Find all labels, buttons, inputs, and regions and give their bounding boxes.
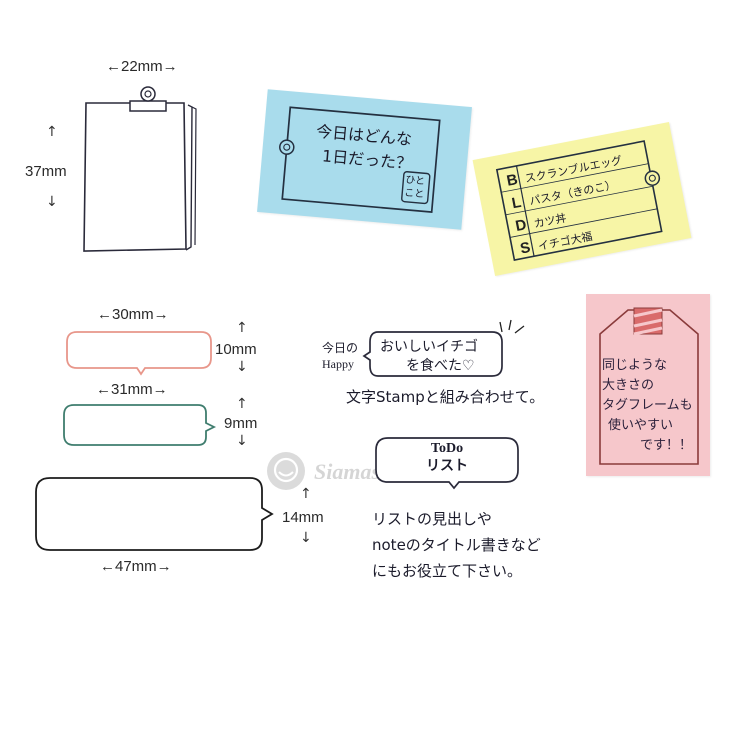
yellow-sticky-note: B L D S スクランブルエッグ パスタ（きのこ） カツ丼 イチゴ大福 bbox=[472, 122, 692, 276]
yellow-note-items: スクランブルエッグ パスタ（きのこ） カツ丼 イチゴ大福 bbox=[523, 149, 637, 258]
happy-line2: を食べた♡ bbox=[406, 358, 475, 374]
clipboard-width-label: ←22mm→ bbox=[106, 58, 178, 75]
clipboard-height-label: 37mm bbox=[25, 163, 67, 180]
happy-label-line2: Happy bbox=[322, 357, 354, 371]
pink-note-line5: です！！ bbox=[640, 438, 693, 453]
blue-note-badge-line2: こと bbox=[403, 187, 425, 201]
todo-speech-balloon bbox=[375, 437, 519, 490]
todo-line2: リスト bbox=[426, 459, 468, 474]
green-height-arrow-up: ↑ bbox=[236, 396, 248, 412]
note-line1: リストの見出しや bbox=[372, 510, 492, 528]
watermark-logo-icon bbox=[267, 452, 305, 490]
pink-note-line1: 同じような bbox=[602, 358, 668, 373]
note-line3: にもお役立て下さい。 bbox=[372, 562, 523, 580]
pink-note-line4: 使いやすい bbox=[608, 418, 674, 433]
blue-sticky-note: 今日はどんな 1日だった？ ひと こと bbox=[257, 89, 472, 230]
black-height-arrow-down: ↓ bbox=[300, 530, 312, 546]
pink-speech-balloon bbox=[66, 331, 212, 376]
happy-label: 今日の Happy bbox=[322, 340, 358, 372]
pink-height-arrow-down: ↓ bbox=[236, 359, 248, 375]
green-speech-balloon bbox=[63, 404, 217, 446]
black-height-arrow-up: ↑ bbox=[300, 486, 312, 502]
happy-speech-balloon bbox=[362, 331, 503, 377]
pink-note-text: 同じような 大きさの タグフレームも 使いやすい です！！ bbox=[602, 356, 693, 456]
happy-line1: おいしいイチゴ bbox=[380, 339, 478, 355]
pink-note-line2: 大きさの bbox=[602, 378, 655, 393]
happy-label-line1: 今日の bbox=[322, 341, 359, 355]
caption: 文字Stampと組み合わせて。 bbox=[346, 388, 545, 406]
pink-balloon-width-label: ←30mm→ bbox=[97, 306, 169, 323]
pink-height-arrow-up: ↑ bbox=[236, 320, 248, 336]
green-height-arrow-down: ↓ bbox=[236, 433, 248, 449]
green-balloon-width-label: ←31mm→ bbox=[96, 381, 168, 398]
black-speech-balloon bbox=[35, 477, 274, 551]
note-line2: noteのタイトル書きなど bbox=[372, 536, 541, 554]
pink-sticky-note: 同じような 大きさの タグフレームも 使いやすい です！！ bbox=[586, 294, 710, 476]
sparkle-lines-icon bbox=[499, 319, 525, 334]
clipboard-stamp bbox=[83, 86, 197, 252]
blue-note-badge: ひと こと bbox=[404, 174, 426, 202]
green-balloon-height-label: 9mm bbox=[224, 415, 258, 432]
black-balloon-height-label: 14mm bbox=[282, 509, 324, 526]
todo-line1: ToDo bbox=[430, 441, 464, 456]
clipboard-height-arrow-up: ↑ bbox=[46, 124, 58, 140]
black-balloon-width-label: ←47mm→ bbox=[100, 558, 172, 575]
pink-balloon-height-label: 10mm bbox=[215, 341, 257, 358]
note-text: リストの見出しや noteのタイトル書きなど にもお役立て下さい。 bbox=[372, 506, 541, 584]
pink-note-line3: タグフレームも bbox=[602, 398, 693, 413]
clipboard-height-arrow-down: ↓ bbox=[46, 194, 58, 210]
todo-label: ToDo リスト bbox=[374, 440, 520, 476]
